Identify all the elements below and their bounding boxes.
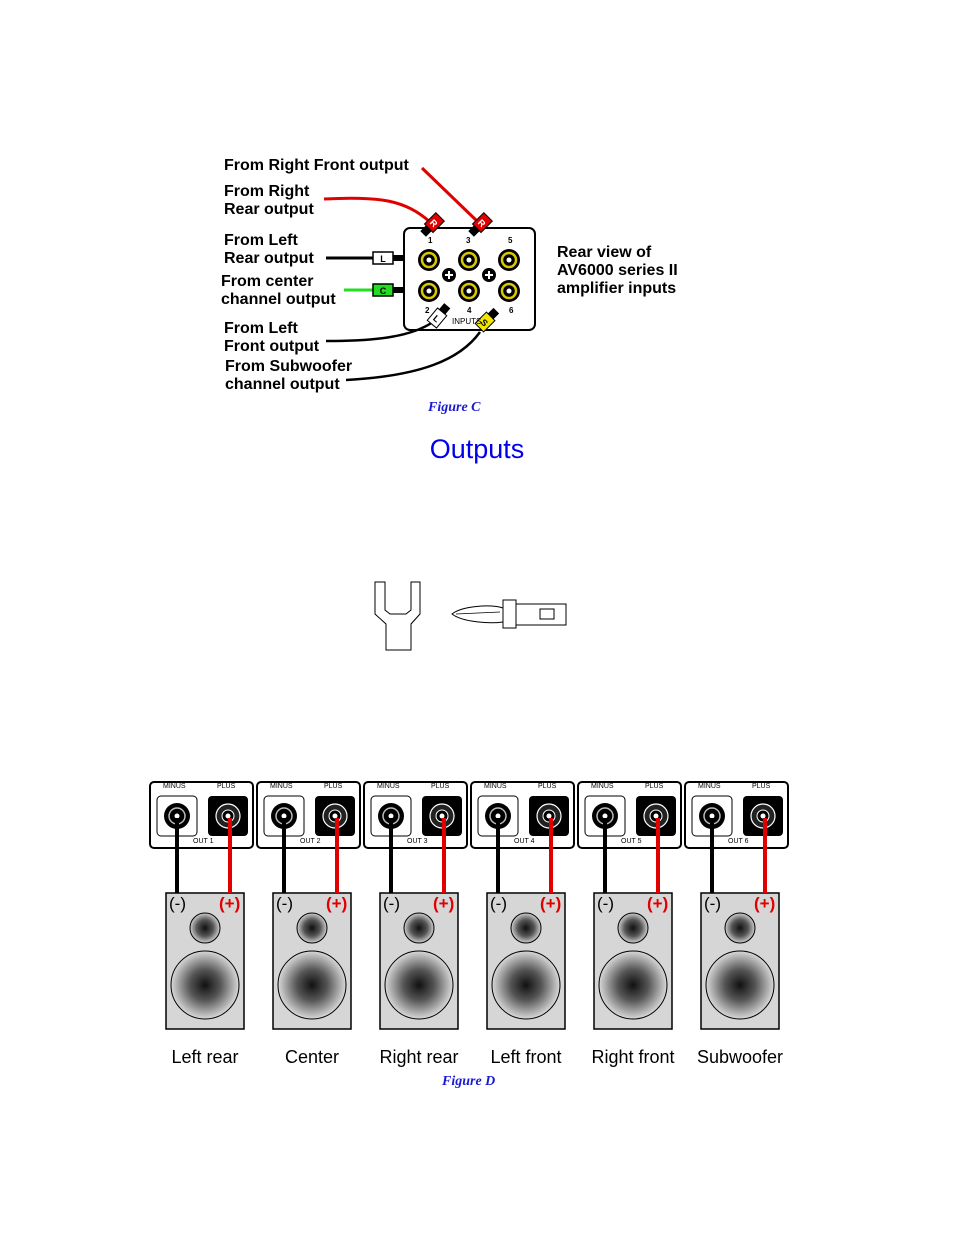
polarity-minus-label: (-) — [383, 894, 400, 913]
polarity-minus-label: (-) — [704, 894, 721, 913]
polarity-plus-label: (+) — [754, 894, 776, 913]
jack-number: 2 — [425, 306, 430, 315]
spade-connector — [374, 581, 421, 651]
tweeter — [403, 912, 435, 944]
panel-label: INPUTS — [452, 317, 481, 326]
polarity-minus-label: (-) — [169, 894, 186, 913]
speaker-name-label: Center — [284, 1047, 340, 1067]
plus-terminal-label: PLUS — [217, 783, 236, 790]
label-right-rear-output: From Right Rear output — [224, 183, 314, 218]
polarity-minus-label: (-) — [490, 894, 507, 913]
plus-terminal-label: PLUS — [324, 783, 343, 790]
output-module — [470, 781, 575, 1030]
left-front-cable — [325, 320, 434, 343]
rca-jack — [418, 249, 440, 271]
woofer — [170, 950, 240, 1020]
output-module — [256, 781, 361, 1030]
label-center-channel-output: From center channel output — [221, 273, 336, 308]
output-number-label: OUT 2 — [300, 838, 321, 845]
rca-jack — [458, 280, 480, 302]
plug-letter: S — [479, 317, 490, 328]
tweeter — [189, 912, 221, 944]
tweeter — [510, 912, 542, 944]
jack-number: 1 — [428, 236, 433, 245]
polarity-plus-label: (+) — [326, 894, 348, 913]
speaker-name-label: Subwoofer — [696, 1047, 784, 1067]
right-front-cable — [420, 166, 480, 224]
output-number-label: OUT 1 — [193, 838, 214, 845]
right-rear-cable — [323, 196, 431, 224]
rca-jack — [458, 249, 480, 271]
jack-number: 5 — [508, 236, 513, 245]
minus-terminal-label: MINUS — [270, 783, 293, 790]
polarity-minus-label: (-) — [597, 894, 614, 913]
output-number-label: OUT 6 — [728, 838, 749, 845]
output-number-label: OUT 4 — [514, 838, 535, 845]
label-rear-view: Rear view of AV6000 series II amplifier … — [557, 244, 678, 297]
figure-d-caption: Figure D — [442, 1074, 496, 1089]
minus-terminal-label: MINUS — [484, 783, 507, 790]
output-module — [577, 781, 682, 1030]
jack-number: 4 — [467, 306, 472, 315]
label-subwoofer-channel-output: From Subwoofer channel output — [225, 358, 353, 393]
output-module — [363, 781, 468, 1030]
minus-terminal-label: MINUS — [377, 783, 400, 790]
figure-c-caption: Figure C — [428, 400, 481, 415]
label-left-rear-output: From Left Rear output — [224, 232, 314, 267]
woofer — [384, 950, 454, 1020]
minus-terminal-label: MINUS — [163, 783, 186, 790]
section-title-outputs: Outputs — [429, 434, 525, 464]
woofer — [491, 950, 561, 1020]
speaker-name-label: Left rear — [171, 1047, 239, 1067]
speaker-name-label: Left front — [490, 1047, 562, 1067]
banana-plug — [451, 599, 567, 629]
polarity-plus-label: (+) — [540, 894, 562, 913]
speaker-name-label: Right rear — [379, 1047, 459, 1067]
output-number-label: OUT 5 — [621, 838, 642, 845]
woofer — [705, 950, 775, 1020]
minus-terminal-label: MINUS — [698, 783, 721, 790]
woofer — [277, 950, 347, 1020]
rca-jack — [498, 280, 520, 302]
output-number-label: OUT 3 — [407, 838, 428, 845]
speaker-name-label: Right front — [591, 1047, 675, 1067]
left-rear-plug: L — [372, 251, 403, 265]
plus-terminal-label: PLUS — [645, 783, 664, 790]
plug-letter: C — [380, 286, 387, 296]
rca-jack — [498, 249, 520, 271]
screw-icon — [442, 268, 456, 282]
plus-terminal-label: PLUS — [538, 783, 557, 790]
plug-letter: L — [431, 313, 442, 325]
plug-letter: L — [380, 254, 386, 264]
polarity-plus-label: (+) — [219, 894, 241, 913]
polarity-minus-label: (-) — [276, 894, 293, 913]
woofer — [598, 950, 668, 1020]
jack-number: 6 — [509, 306, 514, 315]
label-right-front-output: From Right Front output — [224, 157, 409, 174]
label-left-front-output: From Left Front output — [224, 320, 320, 355]
center-plug: C — [372, 283, 403, 297]
output-module — [149, 781, 254, 1030]
plus-terminal-label: PLUS — [431, 783, 450, 790]
tweeter — [724, 912, 756, 944]
figure-d-diagram — [149, 781, 789, 1030]
left-front-plug: L — [426, 303, 451, 329]
jack-number: 3 — [466, 236, 471, 245]
subwoofer-cable — [345, 331, 482, 382]
screw-icon — [482, 268, 496, 282]
polarity-plus-label: (+) — [433, 894, 455, 913]
tweeter — [617, 912, 649, 944]
rca-jack — [418, 280, 440, 302]
minus-terminal-label: MINUS — [591, 783, 614, 790]
plus-terminal-label: PLUS — [752, 783, 771, 790]
output-module — [684, 781, 789, 1030]
tweeter — [296, 912, 328, 944]
polarity-plus-label: (+) — [647, 894, 669, 913]
